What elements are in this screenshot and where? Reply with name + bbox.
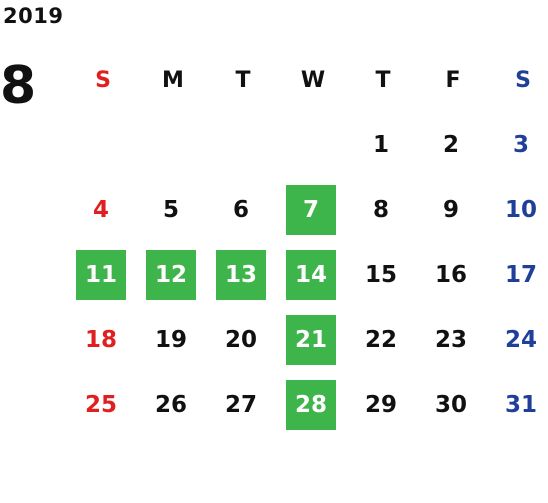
day-cell-28[interactable]: 28 <box>286 380 336 430</box>
weekday-thursday: T <box>375 68 391 93</box>
weekday-header: S M T W T F S <box>66 66 548 96</box>
day-cell-8[interactable]: 8 <box>372 197 389 223</box>
day-cell-2[interactable]: 2 <box>442 132 459 158</box>
weekday-monday: M <box>162 68 184 93</box>
day-cell-22[interactable]: 22 <box>364 327 397 353</box>
day-cell-30[interactable]: 30 <box>434 392 467 418</box>
day-cell-23[interactable]: 23 <box>434 327 467 353</box>
weekday-tuesday: T <box>235 68 251 93</box>
day-cell-20[interactable]: 20 <box>224 327 257 353</box>
day-cell-14[interactable]: 14 <box>286 250 336 300</box>
day-cell-9[interactable]: 9 <box>442 197 459 223</box>
weekday-sunday: S <box>95 68 111 93</box>
day-cell-1[interactable]: 1 <box>372 132 389 158</box>
day-cell-11[interactable]: 11 <box>76 250 126 300</box>
day-cell-31[interactable]: 31 <box>504 392 537 418</box>
day-cell-4[interactable]: 4 <box>92 197 109 223</box>
weekday-saturday: S <box>515 68 531 93</box>
day-cell-27[interactable]: 27 <box>224 392 257 418</box>
day-cell-21[interactable]: 21 <box>286 315 336 365</box>
day-cell-25[interactable]: 25 <box>84 392 117 418</box>
day-cell-15[interactable]: 15 <box>364 262 397 288</box>
day-cell-13[interactable]: 13 <box>216 250 266 300</box>
day-cell-7[interactable]: 7 <box>286 185 336 235</box>
day-cell-26[interactable]: 26 <box>154 392 187 418</box>
day-cell-5[interactable]: 5 <box>162 197 179 223</box>
day-cell-29[interactable]: 29 <box>364 392 397 418</box>
day-cell-12[interactable]: 12 <box>146 250 196 300</box>
day-cell-10[interactable]: 10 <box>504 197 537 223</box>
day-cell-24[interactable]: 24 <box>504 327 537 353</box>
day-cell-18[interactable]: 18 <box>84 327 117 353</box>
day-cell-6[interactable]: 6 <box>232 197 249 223</box>
weekday-friday: F <box>445 68 461 93</box>
month-label: 8 <box>0 56 37 116</box>
weekday-wednesday: W <box>300 68 326 93</box>
day-cell-16[interactable]: 16 <box>434 262 467 288</box>
day-cell-3[interactable]: 3 <box>512 132 529 158</box>
day-cell-19[interactable]: 19 <box>154 327 187 353</box>
year-label: 2019 <box>3 4 64 28</box>
day-cell-17[interactable]: 17 <box>504 262 537 288</box>
